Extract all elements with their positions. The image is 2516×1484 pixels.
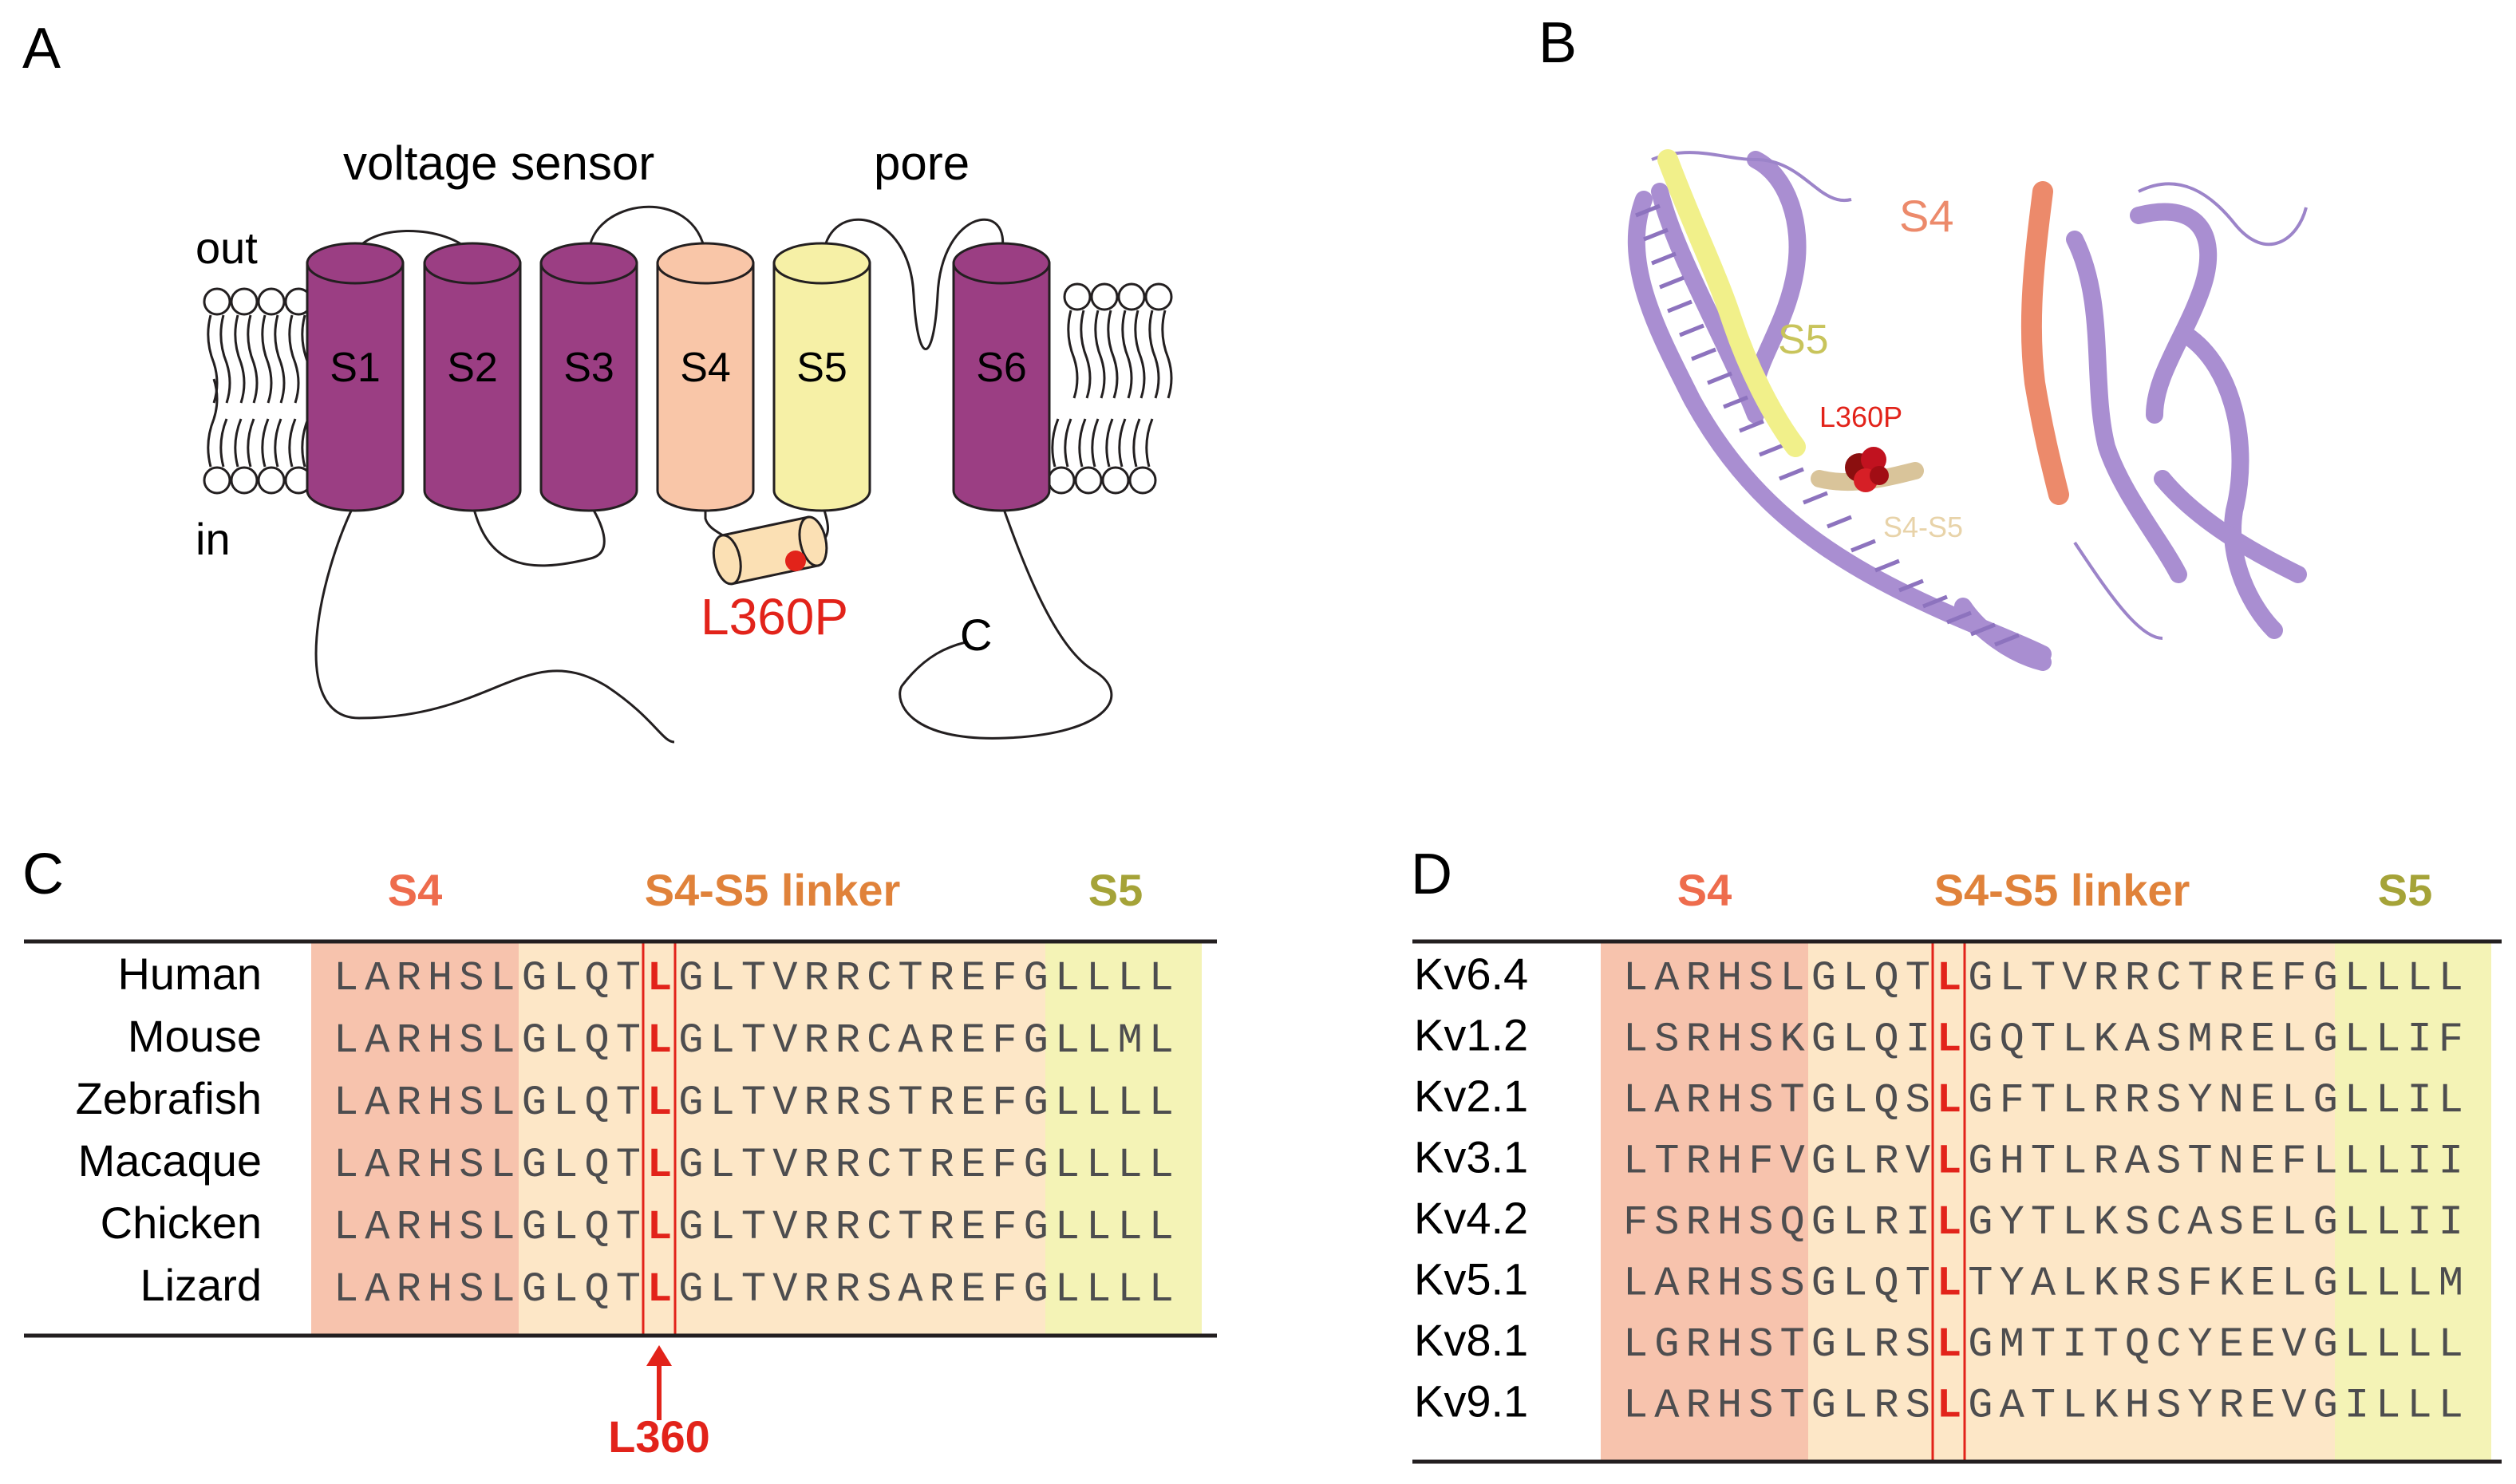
s4-region-bg [311,941,519,1336]
row-name: Kv1.2 [1414,1010,1528,1060]
svg-text:S4: S4 [680,345,731,391]
row-name: Kv9.1 [1414,1376,1528,1427]
s4-region-bg [1601,941,1808,1462]
svg-text:S1: S1 [330,345,381,391]
panel-d-letter: D [1411,843,1452,906]
structure-s5-label: S5 [1778,317,1829,363]
c-terminus-label: C [960,610,992,660]
l360-label: L360 [608,1411,710,1462]
in-label: in [196,514,231,564]
svg-text:S3: S3 [563,345,614,391]
s5-header: S5 [2378,865,2433,915]
s5-region-bg [1045,941,1202,1336]
pore-label: pore [874,136,970,190]
membrane-left [203,287,313,495]
s4-header: S4 [388,865,443,915]
l360p-residue [1845,447,1889,492]
helix-s4: S4 [656,242,755,512]
helix-coil-detail [1635,203,2020,647]
svg-text:S6: S6 [976,345,1027,391]
row-name: Chicken [101,1198,262,1248]
protein-loops [314,205,1113,744]
s4-s5-linker-helix [712,515,828,586]
row-name: Kv8.1 [1414,1315,1528,1365]
svg-text:S2: S2 [447,345,498,391]
s5-region-bg [2335,941,2491,1462]
row-name: Human [117,949,262,999]
s5-helix-ribbon [1657,149,1806,457]
mutation-label: L360P [701,588,848,645]
mutation-dot [785,551,806,571]
structure-loops [1651,151,2308,640]
row-name: Zebrafish [76,1073,262,1123]
voltage-sensor-label: voltage sensor [343,136,654,190]
structure-mutation-label: L360P [1819,401,1902,433]
row-name: Mouse [128,1011,262,1061]
s4-helix-ribbon [2020,181,2069,505]
svg-text:S5: S5 [796,345,847,391]
helix-s5: S5 [772,242,871,512]
linker-header: S4-S5 linker [645,865,901,915]
linker-region-bg [519,941,1045,1336]
helix-s3: S3 [539,242,638,512]
helix-s2: S2 [423,242,522,512]
row-name: Kv2.1 [1414,1071,1528,1121]
structure-s4-label: S4 [1899,191,1954,241]
row-name: Kv4.2 [1414,1193,1528,1243]
panel-b-letter: B [1538,11,1577,75]
row-name: Macaque [78,1135,262,1186]
panel-a: A voltage sensor pore out in S1 S2 [0,0,1245,798]
panel-c-letter: C [22,843,64,906]
row-name: Kv3.1 [1414,1132,1528,1182]
structure-linker-label: S4-S5 [1883,511,1963,543]
membrane-right [1047,282,1173,495]
protein-structure-ribbons [1627,151,2307,671]
row-name: Kv5.1 [1414,1254,1528,1304]
l360-arrow-head [646,1345,672,1366]
helix-s1: S1 [306,242,405,512]
row-name: Lizard [140,1260,262,1310]
panel-b: B S4 S5 L360P S4-S5 [1245,0,2516,798]
linker-region-bg [1808,941,2335,1462]
panel-a-letter: A [22,17,61,81]
row-name: Kv6.4 [1414,949,1528,999]
s4-header: S4 [1677,865,1732,915]
s5-header: S5 [1088,865,1143,915]
helix-s6: S6 [952,242,1051,512]
out-label: out [196,223,258,273]
linker-header: S4-S5 linker [1934,865,2190,915]
